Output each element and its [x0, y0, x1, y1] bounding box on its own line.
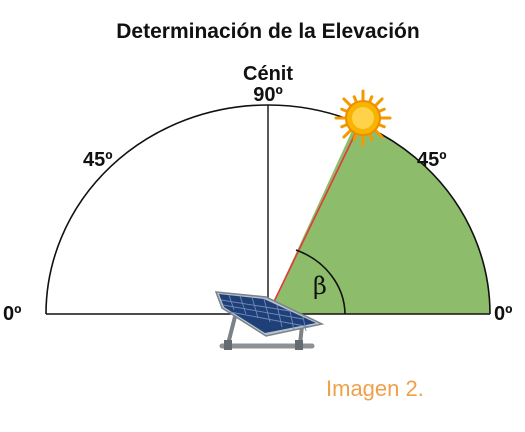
sun-ray-spike: [352, 95, 358, 103]
sun-ray: [267, 127, 359, 315]
angle-0-left-label: 0º: [3, 303, 21, 325]
beta-arc: [295, 249, 346, 315]
angle-90-label: 90º: [253, 84, 283, 106]
sun-ray-spike: [352, 133, 358, 141]
angle-45-right-label: 45º: [417, 149, 447, 171]
image-caption: Imagen 2.: [326, 376, 424, 401]
sun-icon: [334, 89, 392, 147]
sun-ray-spike: [342, 97, 352, 107]
sun-ray-spike: [378, 123, 386, 129]
sun-ray-spike: [374, 97, 384, 107]
elevation-sector: [268, 122, 491, 314]
sun-ray-spike: [340, 123, 348, 129]
sun-ray-spike: [378, 107, 386, 113]
diagram-title: Determinación de la Elevación: [116, 20, 419, 43]
sun-ray-spike: [340, 107, 348, 113]
solar-panel-icon: [214, 291, 325, 350]
sun-ray-spike: [374, 129, 384, 139]
zenith-label: Cénit: [243, 63, 293, 85]
angle-0-right-label: 0º: [494, 303, 512, 325]
sun-ray-spike: [368, 133, 374, 141]
sun-ray-spike: [368, 95, 374, 103]
angle-45-left-label: 45º: [83, 149, 113, 171]
sun-ray-spike: [342, 129, 352, 139]
beta-label: β: [313, 272, 327, 300]
